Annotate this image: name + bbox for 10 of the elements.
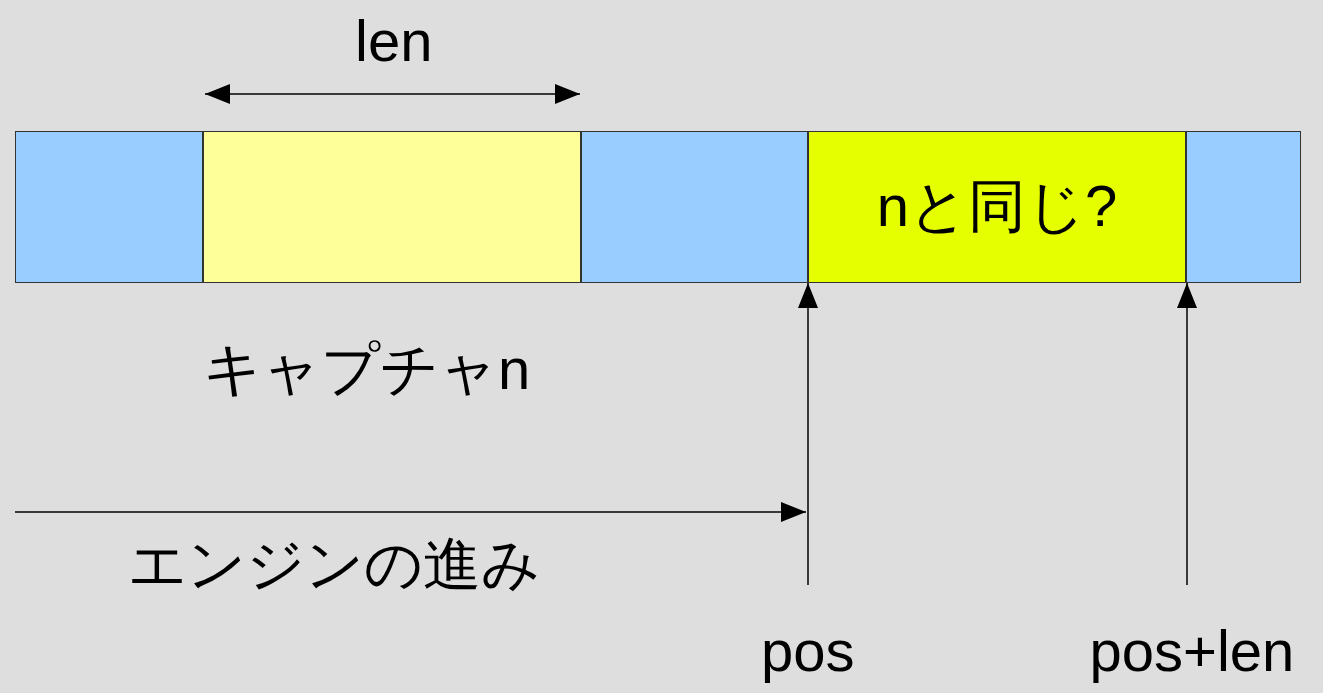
arrow: [798, 282, 818, 586]
strip-segment: [203, 131, 581, 283]
dimension-label: len: [355, 12, 433, 70]
strip-segment: [15, 131, 203, 283]
caption-text: キャプチャn: [203, 340, 531, 398]
arrow: [1177, 282, 1197, 586]
strip-segment: [1186, 131, 1301, 283]
highlight-box: nと同じ?: [808, 131, 1186, 283]
strip-segment: [581, 131, 808, 283]
arrow-label: エンジンの進み: [128, 535, 540, 593]
